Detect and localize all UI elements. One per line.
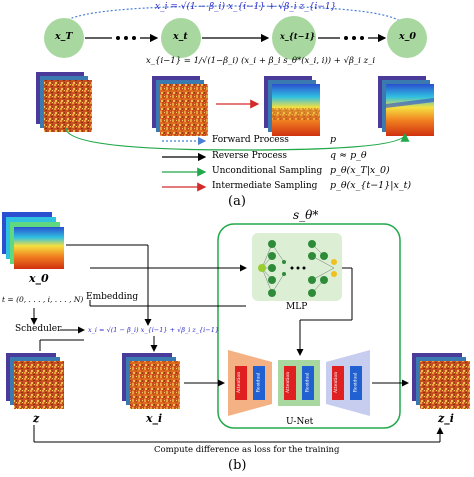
forward-equation: x_i = √(1 − β_i) x_{i−1} + √β_i z_{i−1}: [155, 2, 337, 12]
legend-intermediate-label: Intermediate Sampling: [212, 181, 318, 191]
unet-label: U-Net: [286, 417, 314, 427]
timestep-label: t = (0, . . . , i, . . . , N): [2, 295, 84, 304]
xi-label: x_i: [146, 412, 163, 425]
node-x0: [387, 18, 427, 58]
zi-label: z_i: [438, 412, 454, 425]
unet-block-residual-2: Residual: [305, 372, 311, 393]
legend-forward-math: p: [330, 134, 337, 145]
unet-block-residual-1: Residual: [256, 372, 262, 393]
stack-zi: [412, 353, 470, 409]
z-label: z: [33, 412, 40, 425]
embedding-label: Embedding: [86, 292, 139, 302]
scheduler-label: Scheduler: [15, 324, 62, 334]
unet-block-attention-1: Attention: [237, 371, 243, 394]
unet-block-attention-3: Attention: [334, 371, 340, 394]
node-xt: [161, 18, 201, 58]
caption-b: (b): [228, 458, 247, 473]
caption-a: (a): [228, 194, 246, 209]
stack-xi: [122, 353, 180, 409]
node-label-xT: x_T: [55, 31, 73, 42]
node-label-xt-1: x_{t−1}: [280, 31, 316, 41]
stack-noise-a: [36, 72, 92, 132]
model-label: s_θ*: [293, 208, 319, 222]
model-box: [217, 223, 401, 429]
x0-label: x_0: [29, 272, 49, 285]
unet-block-attention-2: Attention: [286, 371, 292, 394]
unet: [228, 350, 370, 416]
unet-block-residual-3: Residual: [353, 372, 359, 393]
forward-process-arc: [59, 5, 410, 30]
legend-unconditional-label: Unconditional Sampling: [212, 166, 323, 176]
legend-reverse-math: q ≈ p_θ: [330, 150, 367, 161]
stack-partial2-a: [264, 76, 320, 136]
reverse-equation: x_{i−1} = 1/√(1−β_i) (x_i + β_i s_θ*(x_i…: [146, 56, 376, 66]
mlp-label: MLP: [286, 302, 308, 312]
node-xT: [44, 18, 84, 58]
legend-unconditional-math: p_θ(x_T|x_0): [330, 165, 390, 176]
stack-x0: [2, 212, 64, 269]
loss-label: Compute difference as loss for the train…: [154, 445, 340, 455]
legend-intermediate-math: p_θ(x_{t−1}|x_t): [330, 180, 412, 191]
legend-forward-label: Forward Process: [212, 135, 289, 145]
node-label-xt: x_t: [173, 31, 188, 42]
node-xt-1: [272, 16, 316, 60]
stack-z: [6, 353, 64, 409]
unconditional-sampling-arc: [65, 127, 410, 151]
legend-reverse-label: Reverse Process: [212, 151, 288, 161]
stack-clean-a: [378, 76, 434, 136]
stack-partial-a: [152, 76, 208, 136]
scheduler-equation: x_i = √(1 − β_i) x_{i−1} + √β_i z_{i−1}: [88, 326, 219, 334]
node-label-x0: x_0: [399, 31, 417, 42]
